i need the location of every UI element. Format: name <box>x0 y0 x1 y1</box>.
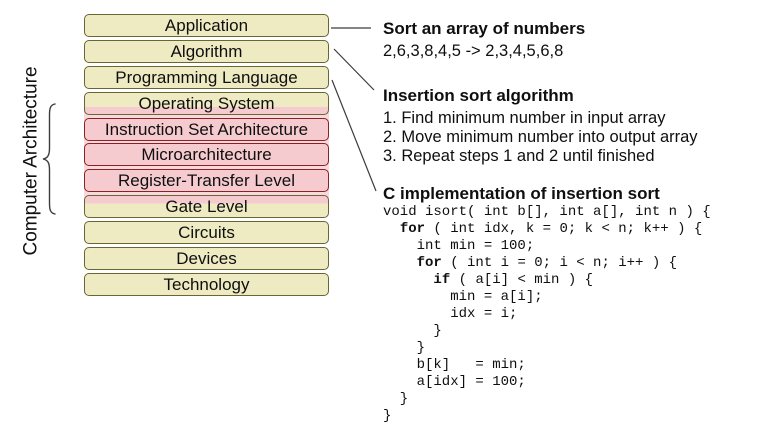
computer-architecture-brace-icon <box>42 103 56 215</box>
code-line: min = a[i]; <box>383 289 543 305</box>
code-line: } <box>383 323 442 339</box>
layer-instruction-set-architecture: Instruction Set Architecture <box>84 117 329 141</box>
layer-label: Programming Language <box>115 67 298 87</box>
layer-label: Technology <box>163 274 250 294</box>
code-line: } <box>383 340 426 356</box>
code-line: for ( int idx, k = 0; k < n; k++ ) { <box>399 221 703 237</box>
layer-application: Application <box>84 14 329 37</box>
algorithm-title: Insertion sort algorithm <box>383 86 574 105</box>
code-line: if ( a[i] < min ) { <box>433 272 594 288</box>
code-block: void isort( int b[], int a[], int n ) { … <box>383 204 711 425</box>
layer-label: Register-Transfer Level <box>118 171 295 191</box>
layer-label: Circuits <box>178 223 235 243</box>
connector-language-to-code <box>331 79 377 192</box>
layer-label: Devices <box>176 249 237 269</box>
layer-label: Application <box>164 16 249 35</box>
computer-architecture-label: Computer Architecture <box>20 66 42 256</box>
layer-register-transfer-level: Register-Transfer Level <box>84 169 329 193</box>
connector-algorithm-to-insertion <box>333 48 375 91</box>
algorithm-step: 3. Repeat steps 1 and 2 until finished <box>383 147 655 165</box>
code-line: a[idx] = 100; <box>383 374 526 390</box>
layer-circuits: Circuits <box>84 221 329 245</box>
code-line: int min = 100; <box>383 238 535 254</box>
code-line: } <box>383 391 409 407</box>
algorithm-step: 2. Move minimum number into output array <box>383 128 698 146</box>
code-line: b[k] = min; <box>383 357 526 373</box>
algorithm-step: 1. Find minimum number in input array <box>383 109 666 127</box>
code-line: for ( int i = 0; i < n; i++ ) { <box>416 255 678 271</box>
layer-programming-language: Programming Language <box>84 65 329 89</box>
layer-algorithm: Algorithm <box>84 39 329 63</box>
layer-label: Microarchitecture <box>141 145 272 165</box>
code-line: idx = i; <box>383 306 518 322</box>
code-line: void isort( int b[], int a[], int n ) { <box>383 204 711 220</box>
layer-label: Algorithm <box>170 41 243 61</box>
layer-microarchitecture: Microarchitecture <box>84 143 329 167</box>
sort-example-text: 2,6,3,8,4,5 -> 2,3,4,5,6,8 <box>383 42 564 60</box>
layer-technology: Technology <box>84 272 329 296</box>
layer-operating-system: Operating System <box>84 91 329 115</box>
layer-devices: Devices <box>84 247 329 271</box>
implementation-title: C implementation of insertion sort <box>383 184 660 203</box>
layer-label: Instruction Set Architecture <box>104 119 309 139</box>
sort-example-title: Sort an array of numbers <box>383 19 586 38</box>
layer-gate-level: Gate Level <box>84 195 329 219</box>
layer-label: Operating System <box>138 93 275 113</box>
code-line: } <box>383 408 392 424</box>
layer-label: Gate Level <box>165 197 248 217</box>
